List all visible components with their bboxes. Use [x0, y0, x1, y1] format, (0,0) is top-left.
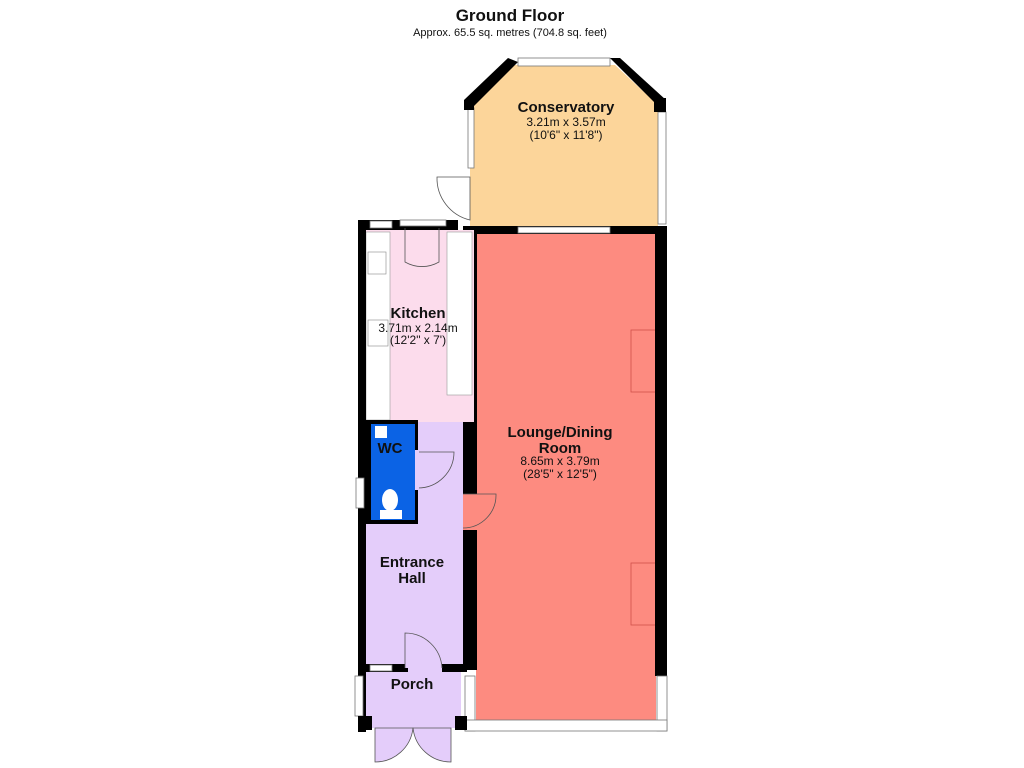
room-lounge-dining: Lounge/Dining Room 8.65m x 3.79m (28'5" … — [461, 226, 668, 732]
room-metric: 3.21m x 3.57m — [526, 115, 605, 129]
room-name: Porch — [391, 676, 434, 693]
toilet-icon — [382, 489, 398, 511]
door-swing — [436, 176, 471, 221]
room-name: WC — [378, 440, 403, 457]
sink-icon — [367, 251, 387, 275]
room-name: Kitchen — [390, 305, 445, 322]
room-imperial: (10'6" x 11'8") — [530, 128, 603, 142]
room-metric: 8.65m x 3.79m — [520, 454, 599, 468]
window — [517, 57, 611, 67]
floor-area: Approx. 65.5 sq. metres (704.8 sq. feet) — [413, 27, 607, 39]
room-name: Conservatory — [518, 99, 615, 116]
floor-title: Ground Floor — [456, 6, 565, 25]
room-wc: WC — [355, 420, 419, 524]
room-conservatory: Conservatory 3.21m x 3.57m (10'6" x 11'8… — [436, 57, 667, 230]
room-name: Entrance — [380, 554, 444, 571]
room-name-line2: Hall — [398, 570, 426, 587]
hob-icon — [367, 319, 389, 347]
room-name: Lounge/Dining — [508, 424, 613, 441]
room-imperial: (28'5" x 12'5") — [523, 467, 597, 481]
room-metric: 3.71m x 2.14m — [378, 321, 457, 335]
basin-icon — [375, 426, 387, 438]
room-porch: Porch — [354, 632, 467, 763]
room-name-line2: Room — [539, 440, 582, 457]
room-imperial: (12'2" x 7') — [390, 333, 446, 347]
room-kitchen: Kitchen 3.71m x 2.14m (12'2" x 7') — [358, 219, 474, 732]
